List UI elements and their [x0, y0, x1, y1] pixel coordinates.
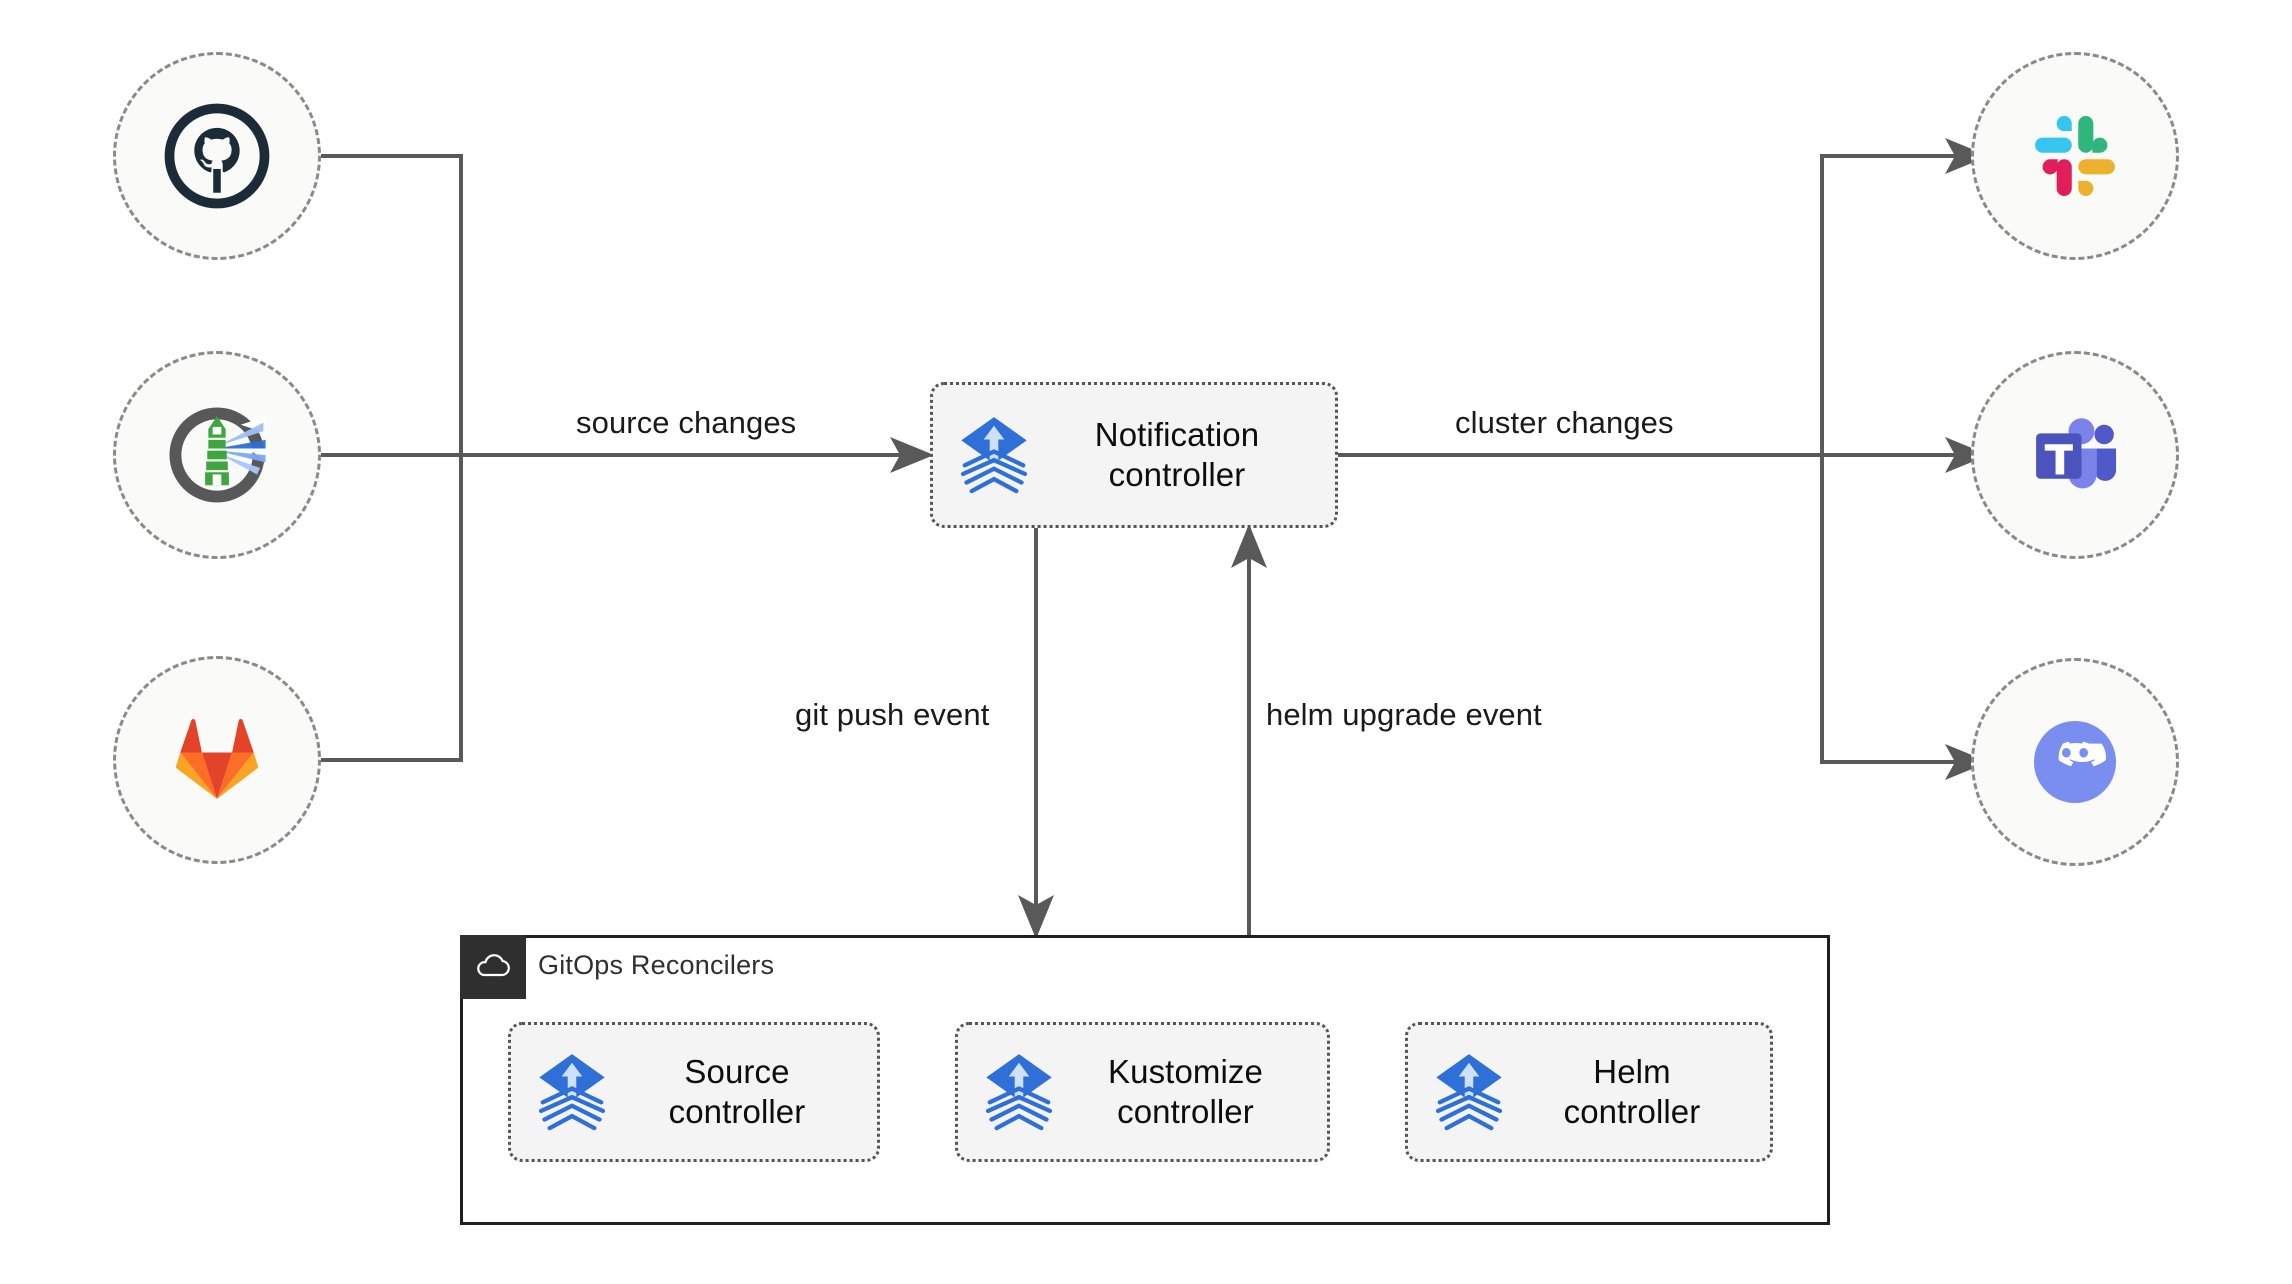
notification-controller-box[interactable]: Notification controller [930, 382, 1338, 528]
flux-logo-icon [538, 1054, 606, 1131]
wire-bus-to-slack [1820, 138, 1989, 455]
destination-node-discord[interactable] [1971, 658, 2179, 866]
source-node-github[interactable] [113, 52, 321, 260]
notification-controller-label: Notification controller [1094, 415, 1260, 493]
destination-node-teams[interactable] [1971, 351, 2179, 559]
helm-controller-label: Helm controller [1563, 1052, 1701, 1130]
kustomize-controller-box[interactable]: Kustomize controller [955, 1022, 1330, 1162]
helm-controller-box[interactable]: Helm controller [1405, 1022, 1773, 1162]
github-icon [164, 103, 270, 209]
destination-node-slack[interactable] [1971, 52, 2179, 260]
flux-logo-icon [960, 417, 1028, 494]
microsoft-teams-icon [2036, 418, 2117, 489]
edge-label-git-push-event: git push event [795, 697, 990, 732]
edge-label-helm-upgrade-event: helm upgrade event [1266, 697, 1542, 732]
flux-logo-icon [985, 1054, 1053, 1131]
wire-github-to-bus [321, 154, 463, 455]
source-controller-label: Source controller [668, 1052, 806, 1130]
source-node-flux[interactable] [113, 351, 321, 559]
gitlab-icon [175, 718, 259, 799]
flux-logo-icon [1435, 1054, 1503, 1131]
gitops-reconcilers-chip [460, 935, 526, 999]
kustomize-controller-label: Kustomize controller [1108, 1052, 1263, 1130]
slack-icon [2035, 116, 2115, 196]
edge-label-cluster-changes: cluster changes [1455, 405, 1674, 440]
source-node-gitlab[interactable] [113, 656, 321, 864]
edge-label-source-changes: source changes [576, 405, 797, 440]
wire-bus-to-discord [1820, 455, 1989, 780]
flux-lighthouse-icon [169, 407, 270, 503]
discord-icon [2033, 720, 2117, 804]
cloud-icon [477, 954, 510, 977]
wire-gitlab-to-bus [321, 455, 463, 762]
gitops-reconcilers-title: GitOps Reconcilers [538, 950, 775, 980]
source-controller-box[interactable]: Source controller [508, 1022, 880, 1162]
